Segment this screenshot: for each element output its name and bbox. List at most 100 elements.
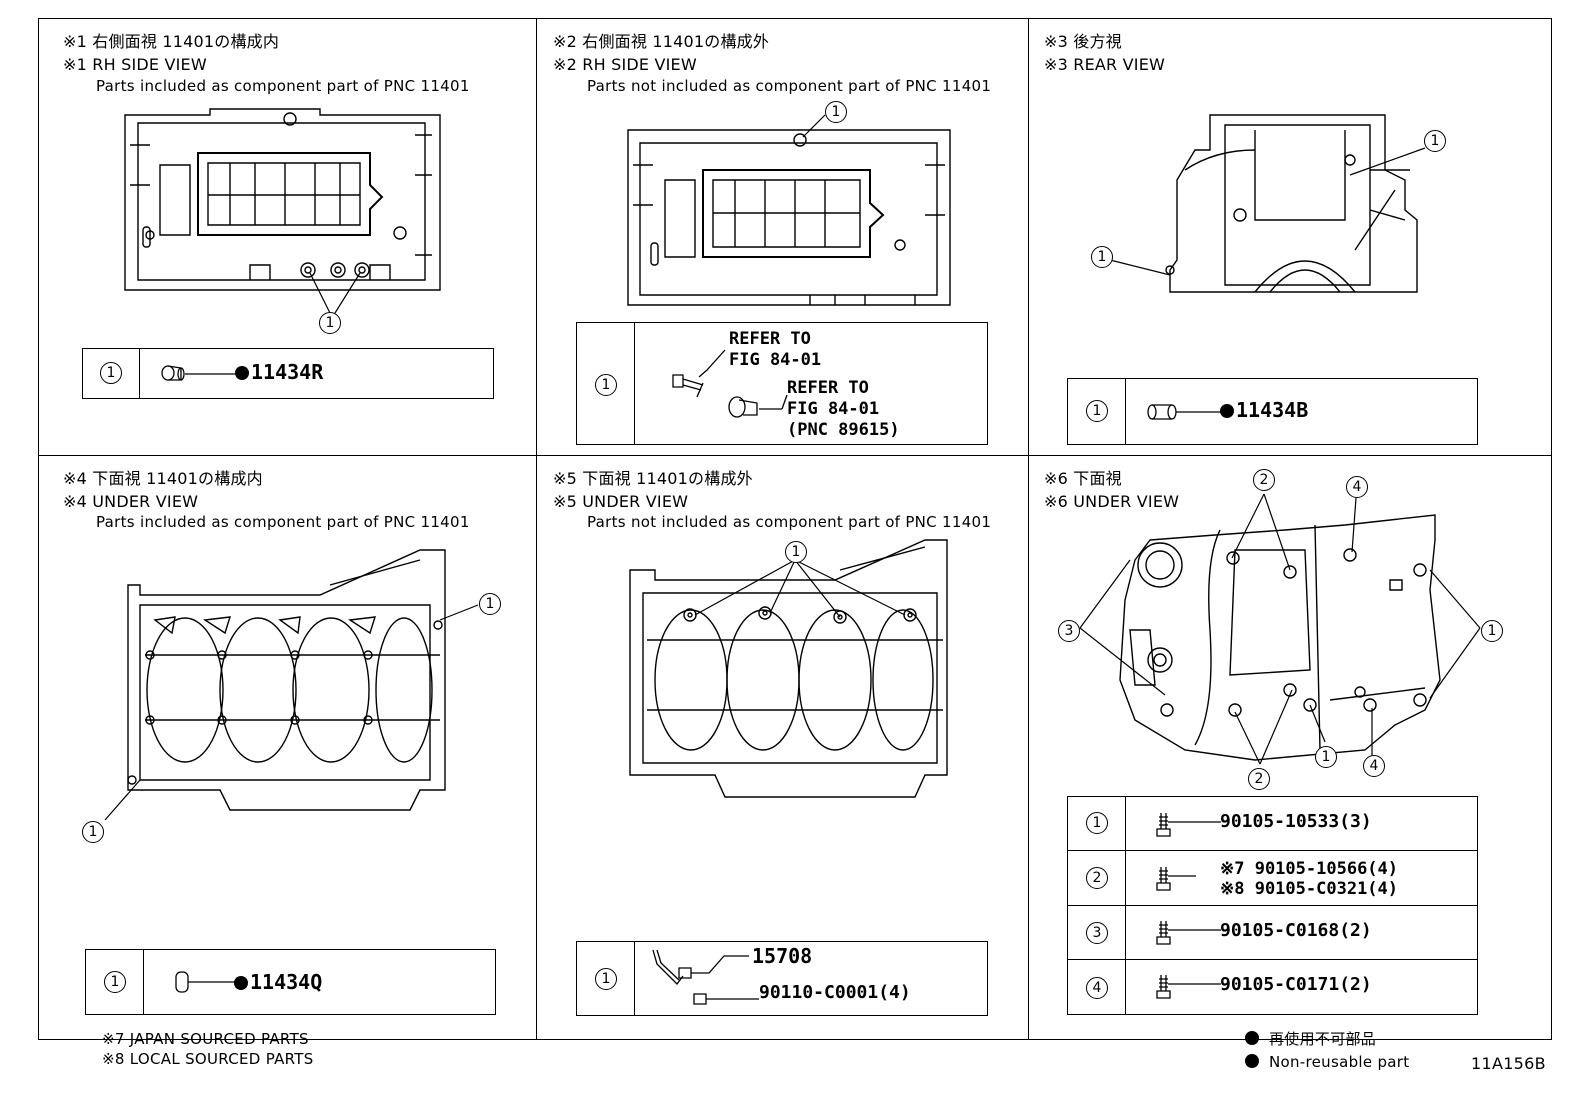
refer-to-label: REFER TO [729, 329, 811, 349]
callout-1: 1 [1315, 746, 1337, 768]
callout-1: 1 [825, 101, 847, 123]
table-row-divider [1068, 959, 1477, 960]
panel-title-jp: ※1 右側面視 11401の構成内 [63, 32, 280, 51]
engine-block-rh-side-drawing [625, 125, 955, 310]
table-index-cell [577, 323, 635, 444]
panel-title-jp: ※5 下面視 11401の構成外 [553, 469, 753, 488]
panel-title-en: ※1 RH SIDE VIEW [63, 55, 207, 74]
table-row-divider [1068, 905, 1477, 906]
part-number: 90105-C0171(2) [1220, 974, 1372, 995]
panel-title-jp: ※3 後方視 [1044, 32, 1122, 51]
bolt-icon [1156, 809, 1226, 839]
callout-3: 3 [1058, 620, 1080, 642]
part-number: 11434B [1220, 398, 1308, 422]
diagram-frame [38, 18, 1552, 1040]
non-reusable-dot-icon [235, 366, 249, 380]
callout-1: 1 [479, 593, 501, 615]
dowel-pin-icon [159, 361, 239, 387]
part-number: 11434R [235, 360, 323, 384]
leader-lines-p3 [1110, 140, 1440, 280]
table-index-cell [86, 950, 144, 1014]
panel-title-jp: ※4 下面視 11401の構成内 [63, 469, 263, 488]
dowel-pin-icon [1146, 399, 1226, 425]
figure-reference: FIG 84-01 [729, 350, 822, 370]
part-number: 15708 [752, 944, 813, 968]
figure-code: 11A156B [1471, 1054, 1546, 1073]
parts-table-p5: 1 15708 90110-C0001(4) [576, 941, 988, 1016]
panel-title-en: ※6 UNDER VIEW [1044, 492, 1180, 511]
leader-lines-p5 [690, 555, 920, 635]
oil-nozzle-and-bolt-icon [649, 946, 759, 1014]
footnote-local-sourced: ※8 LOCAL SOURCED PARTS [102, 1050, 314, 1068]
pnc-reference: (PNC 89615) [787, 420, 900, 440]
callout-4: 4 [1363, 755, 1385, 777]
callout-4: 4 [1346, 476, 1368, 498]
bolt-icon [1156, 863, 1226, 893]
callout-1: 1 [1424, 130, 1446, 152]
leader-lines-p2 [795, 112, 835, 142]
engine-block-rh-side-drawing [120, 105, 455, 305]
index-callout: 3 [1086, 922, 1108, 944]
leader-lines-p6 [1060, 480, 1500, 790]
engine-block-under-drawing [120, 545, 455, 810]
index-callout: 1 [1086, 812, 1108, 834]
index-callout: 4 [1086, 977, 1108, 999]
refer-to-label: REFER TO [787, 378, 869, 398]
panel-title-en: ※4 UNDER VIEW [63, 492, 199, 511]
part-number-local: ※8 90105-C0321(4) [1220, 879, 1399, 899]
panel-title-en: ※5 UNDER VIEW [553, 492, 689, 511]
part-number-text: 11434B [1236, 398, 1309, 422]
bolt-icon [1156, 917, 1226, 947]
index-callout: 2 [1086, 867, 1108, 889]
callout-1: 1 [82, 821, 104, 843]
panel-subtitle: Parts included as component part of PNC … [96, 513, 470, 531]
part-number: 11434Q [234, 970, 322, 994]
parts-table-p4: 1 11434Q [85, 949, 496, 1015]
table-index-cell [83, 349, 140, 398]
bolt-and-sensor-icon [667, 345, 797, 425]
divider-h [38, 455, 1552, 456]
index-callout: 1 [104, 971, 126, 993]
panel-title-en: ※2 RH SIDE VIEW [553, 55, 697, 74]
parts-table-p6: 1 90105-10533(3) 2 ※7 90105-10566(4) ※8 … [1067, 796, 1478, 1015]
callout-2: 2 [1253, 469, 1275, 491]
callout-1: 1 [1481, 620, 1503, 642]
table-index-cell [1068, 379, 1126, 444]
footnote-japan-sourced: ※7 JAPAN SOURCED PARTS [102, 1030, 309, 1048]
panel-title-jp: ※6 下面視 [1044, 469, 1122, 488]
callout-1: 1 [319, 312, 341, 334]
callout-1: 1 [1091, 246, 1113, 268]
engine-block-rear-drawing [1155, 110, 1425, 295]
panel-title-en: ※3 REAR VIEW [1044, 55, 1166, 74]
bolt-icon [1156, 971, 1226, 1001]
callout-1: 1 [785, 541, 807, 563]
index-callout: 1 [595, 968, 617, 990]
index-callout: 1 [1086, 400, 1108, 422]
table-row-divider [1068, 850, 1477, 851]
figure-reference: FIG 84-01 [787, 399, 880, 419]
legend-text: Non-reusable part [1269, 1053, 1410, 1071]
divider-v1 [536, 18, 537, 1040]
legend-text: 再使用不可部品 [1269, 1030, 1377, 1048]
part-number-text: 11434R [251, 360, 324, 384]
legend-non-reusable-jp: 再使用不可部品 [1245, 1028, 1376, 1049]
parts-table-p3: 1 11434B [1067, 378, 1478, 445]
leader-lines-p4 [100, 600, 490, 825]
callout-2: 2 [1248, 768, 1270, 790]
panel-title-jp: ※2 右側面視 11401の構成外 [553, 32, 770, 51]
parts-table-p2: 1 REFER TO FIG 84-01 REFER TO FIG 84-01 … [576, 322, 988, 445]
leader-lines-p1 [300, 265, 380, 325]
non-reusable-dot-icon [234, 976, 248, 990]
divider-v2 [1028, 18, 1029, 1040]
non-reusable-dot-icon [1245, 1054, 1259, 1068]
part-number: 90110-C0001(4) [759, 982, 911, 1003]
legend-non-reusable-en: Non-reusable part [1245, 1053, 1409, 1071]
part-number-japan: ※7 90105-10566(4) [1220, 859, 1399, 879]
index-callout: 1 [595, 374, 617, 396]
part-number: 90105-C0168(2) [1220, 920, 1372, 941]
panel-subtitle: Parts not included as component part of … [587, 77, 992, 95]
parts-table-p1: 1 11434R [82, 348, 494, 399]
part-number-text: 11434Q [250, 970, 323, 994]
non-reusable-dot-icon [1245, 1031, 1259, 1045]
index-callout: 1 [100, 362, 122, 384]
